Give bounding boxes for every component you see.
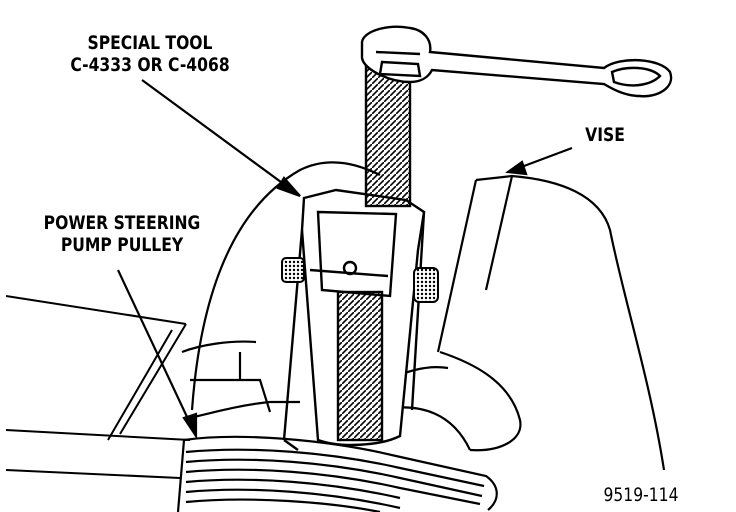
special-tool-line1: SPECIAL TOOL	[87, 32, 213, 54]
pulley-line2: PUMP PULLEY	[60, 234, 184, 256]
bench-lines	[5, 295, 191, 479]
vise-jaw	[391, 174, 666, 471]
pulley-label: POWER STEERING PUMP PULLEY	[25, 212, 219, 256]
knurled-knob-left	[281, 257, 305, 283]
pulley	[176, 435, 498, 512]
forcing-screw	[364, 64, 412, 208]
wrench	[360, 25, 673, 98]
special-tool-line2: C-4333 OR C-4068	[70, 54, 230, 76]
pump-housing	[181, 161, 381, 420]
leader-lines	[117, 79, 573, 440]
pulley-line1: POWER STEERING	[43, 212, 201, 234]
figure-number: 9519-114	[603, 484, 679, 506]
inner-screw	[336, 290, 384, 442]
vise-label: VISE	[585, 124, 625, 146]
knurled-knob-right	[413, 267, 439, 303]
special-tool-label: SPECIAL TOOL C-4333 OR C-4068	[61, 32, 238, 76]
